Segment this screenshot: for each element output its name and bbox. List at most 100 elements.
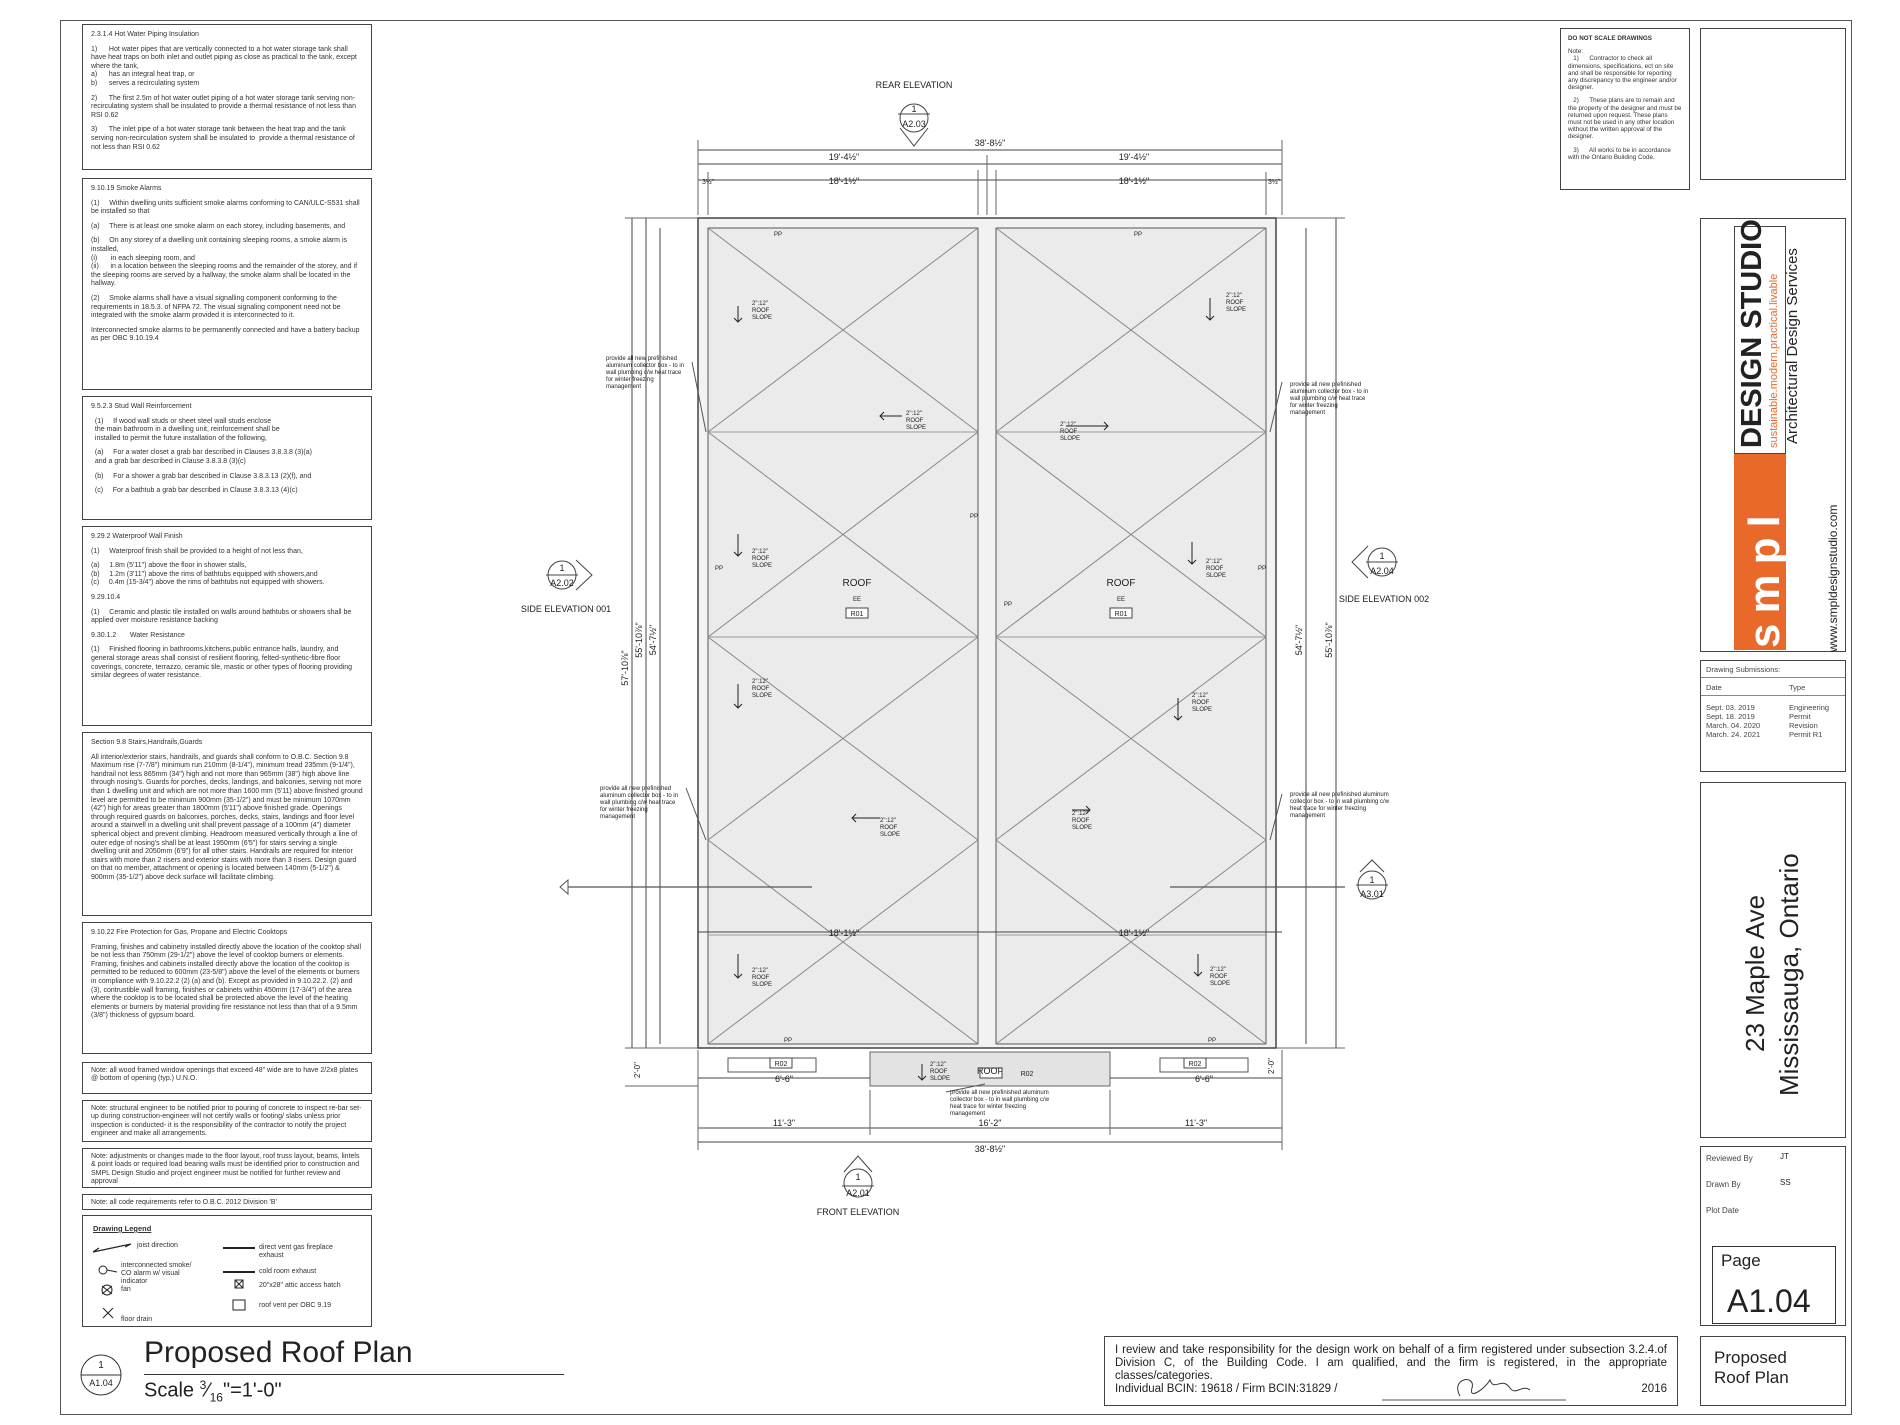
side2-tag-ref: A2.04 [1370, 566, 1394, 576]
dim-left-core: 54'-7½" [648, 625, 658, 655]
drawing-title: Proposed Roof Plan [144, 1336, 413, 1369]
side-elevation-001-label: SIDE ELEVATION 001 [521, 604, 611, 614]
dim-right-core: 54'-7½" [1294, 625, 1304, 655]
drawing-sheet-border [60, 20, 1852, 1415]
roof-label-right: ROOF [1107, 578, 1136, 589]
dim-2-0-right: 2'-0" [1267, 1058, 1276, 1074]
drawn-by-value: SS [1780, 1178, 1791, 1187]
svg-text:SLOPE: SLOPE [880, 832, 900, 838]
note-para: 9.29.10.4 [91, 593, 121, 601]
svg-text:ROOF: ROOF [906, 418, 924, 424]
drawing-submissions-table: Drawing Submissions: Date Type Sept. 03.… [1700, 660, 1846, 772]
title-tag-num: 1 [98, 1360, 104, 1371]
pp-marker: PP [715, 566, 723, 572]
pp-marker: PP [774, 232, 782, 238]
roof-tag-left: R01 [851, 611, 864, 618]
page-number: A1.04 [1727, 1283, 1811, 1319]
section-tag-ref: A3.01 [1360, 889, 1384, 899]
brand-website: www.smpldesignstudio.com [1826, 504, 1840, 652]
roof-left-unit [707, 227, 979, 1045]
dim-right-outer: 55'-10⅞" [1324, 622, 1334, 657]
note-title: 9.29.2 Waterproof Wall Finish [91, 533, 183, 540]
title-tag-symbol [80, 1354, 122, 1396]
svg-text:2":12": 2":12" [1192, 693, 1208, 699]
brand-name: DESIGN STUDIO [1736, 219, 1768, 448]
svg-text:ROOF: ROOF [1206, 566, 1224, 572]
pp-marker: PP [1208, 1038, 1216, 1044]
title-tag-ref: A1.04 [89, 1378, 113, 1388]
note-title: 2.3.1.4 Hot Water Piping Insulation [91, 31, 199, 38]
dim-porch-right: 6'-6" [1195, 1074, 1213, 1084]
note-para: (1) Finished flooring in bathrooms,kitch… [91, 646, 355, 680]
note-stud-wall: 9.5.2.3 Stud Wall Reinforcement (1) If w… [82, 396, 372, 520]
drawing-legend: Drawing Legend joist direction interconn… [82, 1215, 372, 1327]
pp-marker: PP [784, 1038, 792, 1044]
note-title: 9.10.19 Smoke Alarms [91, 185, 162, 192]
legend-attic: 20"x28" attic access hatch [259, 1282, 341, 1289]
scale-num: 3 [199, 1378, 207, 1392]
signature-image [1382, 1378, 1566, 1401]
section-tag-num: 1 [1369, 875, 1374, 885]
svg-text:ROOF: ROOF [752, 975, 770, 981]
ee-label: EE [853, 597, 861, 603]
pp-marker: PP [1004, 602, 1012, 608]
svg-text:SLOPE: SLOPE [1226, 307, 1246, 313]
attic-hatch-icon [234, 1279, 244, 1289]
submissions-title: Drawing Submissions: [1706, 665, 1781, 674]
dim-inner-mid-left: 18'-1½" [829, 928, 859, 938]
note-window-openings: Note: all wood framed window openings th… [82, 1062, 372, 1094]
legend-roof-vent: roof vent per OBC 9.19 [259, 1302, 331, 1309]
note-para: (1) Waterproof finish shall be provided … [91, 547, 303, 555]
dim-inner-mid-right: 18'-1½" [1119, 928, 1149, 938]
logo-letter-l: l [1740, 505, 1789, 528]
note-para: 9.30.1.2 Water Resistance [91, 631, 185, 639]
svg-text:ROOF: ROOF [1192, 700, 1210, 706]
svg-text:SLOPE: SLOPE [752, 315, 772, 321]
logo-letter-s: s [1740, 613, 1789, 648]
smpl-logo [1734, 454, 1786, 650]
fan-icon [101, 1284, 113, 1296]
note-title: 9.5.2.3 Stud Wall Reinforcement [91, 403, 192, 410]
ee-label: EE [1117, 597, 1125, 603]
pp-marker: PP [1134, 232, 1142, 238]
sub-type: Permit [1789, 712, 1811, 721]
brand-block [1700, 218, 1846, 652]
reviewed-by-value: JT [1780, 1152, 1789, 1161]
reviewed-by-label: Reviewed By [1706, 1154, 1753, 1163]
note-para: (b) On any storey of a dwelling unit con… [91, 237, 358, 288]
collector-note: provide all new prefinished aluminum col… [600, 786, 679, 820]
note-para: Interconnected smoke alarms to be perman… [91, 326, 362, 343]
svg-text:SLOPE: SLOPE [1206, 573, 1226, 579]
legend-symbols [92, 1243, 255, 1319]
svg-text:2":12": 2":12" [1060, 422, 1076, 428]
svg-text:SLOPE: SLOPE [1210, 981, 1230, 987]
rear-tag-ref: A2.03 [902, 119, 926, 129]
svg-text:SLOPE: SLOPE [1060, 436, 1080, 442]
svg-text:2":12": 2":12" [880, 818, 896, 824]
sub-date: March. 04. 2020 [1706, 721, 1761, 730]
page-number-box: Page A1.04 [1712, 1246, 1836, 1324]
roof-label-left: ROOF [843, 578, 872, 589]
note-para: (a) There is at least one smoke alarm on… [91, 222, 346, 230]
leader-line [691, 361, 707, 433]
dns-heading: DO NOT SCALE DRAWINGS [1568, 35, 1652, 42]
roof-tag-porch-right: R02 [1189, 1061, 1202, 1068]
scale-prefix: Scale [144, 1379, 200, 1402]
roof-tag-box [845, 607, 869, 619]
svg-text:ROOF: ROOF [752, 686, 770, 692]
note-para: All interior/exterior stairs, handrails,… [91, 753, 365, 881]
dim-2-0-left: 2'-0" [633, 1062, 642, 1078]
dim-overall-top: 38'-8½" [975, 138, 1005, 148]
top-dimension-lines [698, 149, 1282, 181]
dim-bottom-mid: 16'-2" [979, 1118, 1002, 1128]
roof-label-porch: ROOF [977, 1066, 1004, 1076]
note-para: 2) The first 2.5m of hot water outlet pi… [91, 94, 358, 119]
svg-text:2":12": 2":12" [752, 679, 768, 685]
scale-den: 16 [209, 1390, 223, 1405]
certification-statement: I review and take responsibility for the… [1104, 1336, 1678, 1406]
front-tag-num: 1 [855, 1172, 860, 1182]
rear-tag-num: 1 [911, 104, 916, 114]
rear-elevation-tag [899, 103, 929, 133]
